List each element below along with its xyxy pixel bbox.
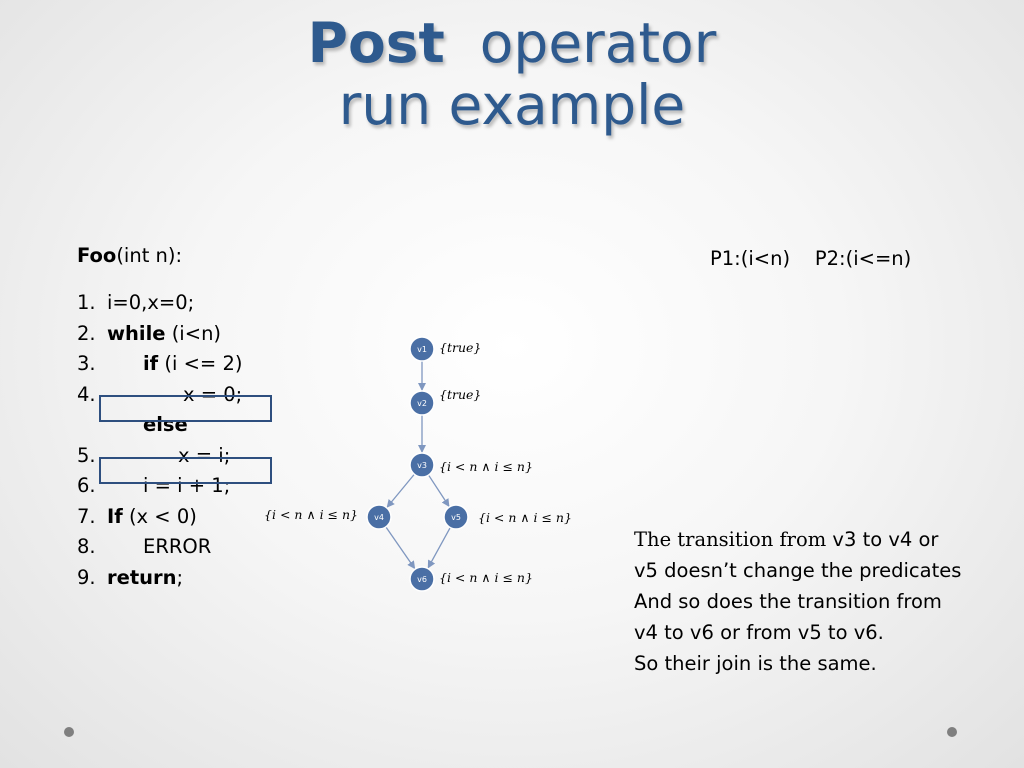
code-statement: x = 0; — [183, 383, 243, 406]
node-v6 — [409, 566, 435, 592]
code-text: while (i<n) — [107, 319, 221, 349]
code-text: i = i + 1; — [143, 471, 230, 501]
code-statement: (x < 0) — [122, 505, 197, 528]
title-line-1: Post operator — [0, 12, 1024, 74]
code-statement: ERROR — [143, 535, 212, 558]
node-id-v4: v4 — [374, 513, 384, 522]
code-keyword: if — [143, 352, 159, 375]
code-text: ERROR — [143, 532, 211, 562]
code-statement: i=0,x=0; — [107, 291, 195, 314]
edge-v3-v5 — [428, 474, 450, 507]
title-line-2: run example — [338, 73, 686, 137]
function-params: (int n): — [116, 244, 183, 267]
slide-title: Post operator run example — [0, 12, 1024, 136]
node-id-v2: v2 — [417, 399, 427, 408]
node-id-v5: v5 — [451, 513, 461, 522]
note-line-1-serif: The transition from — [634, 528, 827, 551]
node-label-v6: {i < n ∧ i ≤ n} — [439, 570, 533, 585]
code-text: else — [143, 410, 188, 440]
line-number: 3. — [77, 352, 96, 375]
node-id-v1: v1 — [417, 345, 427, 354]
code-keyword: If — [107, 505, 123, 528]
line-number: 5. — [77, 444, 96, 467]
node-v2 — [409, 390, 435, 416]
line-number: 4. — [77, 383, 96, 406]
code-statement: (i <= 2) — [158, 352, 243, 375]
node-v3 — [409, 452, 435, 478]
node-v1 — [409, 336, 435, 362]
code-statement: ; — [176, 566, 184, 589]
edge-v4-v6 — [385, 526, 416, 570]
note-line-1-rest: v3 to v4 or — [826, 528, 939, 551]
note-line-4: v4 to v6 or from v5 to v6. — [634, 621, 884, 644]
node-label-v5: {i < n ∧ i ≤ n} — [478, 510, 572, 525]
title-word-operator: operator — [479, 11, 717, 75]
code-keyword: return — [107, 566, 177, 589]
node-id-v6: v6 — [417, 575, 427, 584]
line-number: 1. — [77, 291, 96, 314]
note-line-2: v5 doesn’t change the predicates — [634, 559, 962, 582]
edge-v5-v6 — [427, 527, 451, 569]
node-label-v1: {true} — [439, 340, 481, 355]
predicates: P1:(i<n) P2:(i<=n) — [710, 247, 912, 270]
line-number: 7. — [77, 505, 96, 528]
function-name: Foo — [77, 244, 117, 267]
code-statement: (i<n) — [165, 322, 222, 345]
edge-v3-v4 — [386, 473, 415, 508]
explanation-note: The transition from v3 to v4 or v5 doesn… — [634, 524, 961, 679]
node-id-v3: v3 — [417, 461, 427, 470]
highlight-box-line-4 — [99, 395, 272, 422]
line-number: 9. — [77, 566, 96, 589]
corner-dot-right — [947, 727, 957, 737]
highlight-box-line-5 — [99, 457, 272, 484]
title-bold-word: Post — [307, 11, 445, 75]
corner-dot-left — [64, 727, 74, 737]
code-text: return; — [107, 563, 183, 593]
node-v5 — [443, 504, 469, 530]
note-line-1: The transition from v3 to v4 or — [634, 524, 961, 555]
line-number: 2. — [77, 322, 96, 345]
code-text: x = 0; — [183, 380, 242, 410]
code-text: x = i; — [178, 441, 230, 471]
code-text: if (i <= 2) — [143, 349, 243, 379]
note-line-5: So their join is the same. — [634, 652, 877, 675]
line-number: 8. — [77, 535, 96, 558]
code-text: i=0,x=0; — [107, 288, 194, 318]
code-text: If (x < 0) — [107, 502, 197, 532]
code-statement: i = i + 1; — [143, 474, 231, 497]
code-keyword: else — [143, 413, 188, 436]
code-statement: x = i; — [178, 444, 231, 467]
node-v4 — [366, 504, 392, 530]
node-label-v3: {i < n ∧ i ≤ n} — [439, 459, 533, 474]
node-label-v2: {true} — [439, 387, 481, 402]
note-line-3: And so does the transition from — [634, 590, 942, 613]
node-label-v4: {i < n ∧ i ≤ n} — [264, 507, 358, 522]
function-header: Foo(int n): — [77, 241, 182, 271]
code-keyword: while — [107, 322, 166, 345]
line-number: 6. — [77, 474, 96, 497]
